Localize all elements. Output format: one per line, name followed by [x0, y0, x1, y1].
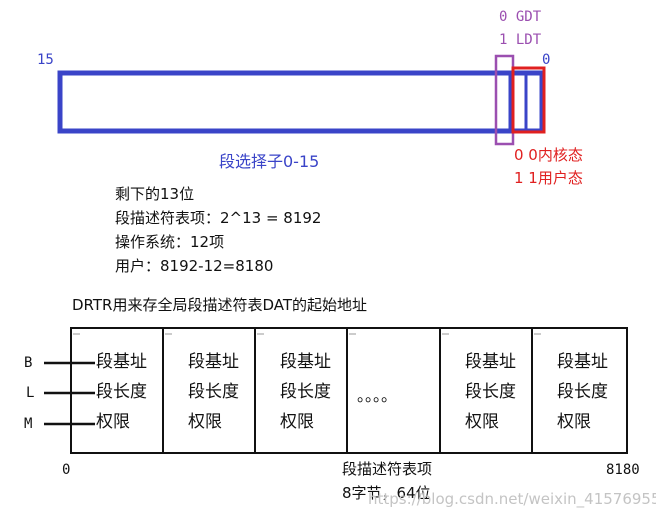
selector-caption: 段选择子0-15 [219, 152, 320, 171]
cell-line-base: 段基址 [465, 352, 516, 372]
descriptor-cell: 段基址 段长度 权限 [557, 347, 608, 437]
cell-line-perm: 权限 [465, 412, 499, 432]
cell-line-perm: 权限 [280, 412, 314, 432]
cell-line-base: 段基址 [96, 352, 147, 372]
cell-line-perm: 权限 [557, 412, 591, 432]
ti-gdt-label: 0 GDT [499, 9, 542, 25]
row-label-l: L [26, 385, 35, 401]
selector-bar [57, 70, 545, 134]
index-end-label: 8180 [606, 462, 640, 478]
rpl-bits-highlight [511, 66, 546, 134]
rpl-kernel-label: 0 0内核态 [514, 146, 583, 164]
descriptor-table-frame [70, 327, 628, 454]
note-line: 段描述符表项：2^13 = 8192 [115, 209, 322, 227]
ellipsis-cell: 。。。。 [357, 386, 398, 405]
cell-line-perm: 权限 [188, 412, 222, 432]
ti-ldt-label: 1 LDT [499, 32, 542, 48]
note-line: 用户：8192-12=8180 [115, 257, 274, 275]
cell-line-base: 段基址 [188, 352, 239, 372]
descriptor-cell: 段基址 段长度 权限 [188, 347, 239, 437]
entry-caption: 段描述符表项 [342, 460, 433, 478]
rpl-user-label: 1 1用户态 [514, 169, 583, 187]
table-title: DRTR用来存全局段描述符表DAT的起始地址 [72, 296, 368, 314]
cell-line-limit: 段长度 [465, 382, 516, 402]
cell-line-limit: 段长度 [188, 382, 239, 402]
entry-size: 8字节，64位 [342, 484, 431, 502]
cell-line-limit: 段长度 [557, 382, 608, 402]
descriptor-cell: 段基址 段长度 权限 [465, 347, 516, 437]
descriptor-cell: 段基址 段长度 权限 [280, 347, 331, 437]
cell-line-base: 段基址 [557, 352, 608, 372]
descriptor-cell: 段基址 段长度 权限 [96, 347, 147, 437]
row-label-b: B [24, 355, 33, 371]
cell-line-base: 段基址 [280, 352, 331, 372]
index-start-label: 0 [62, 462, 71, 478]
row-label-m: M [24, 416, 33, 432]
cell-line-perm: 权限 [96, 412, 130, 432]
cell-line-limit: 段长度 [280, 382, 331, 402]
bit-high-label: 15 [37, 52, 54, 68]
note-line: 剩下的13位 [115, 185, 195, 203]
watermark: https://blog.csdn.net/weixin_41576955 [368, 490, 656, 508]
cell-line-limit: 段长度 [96, 382, 147, 402]
note-line: 操作系统：12项 [115, 233, 225, 251]
bit-low-label: 0 [542, 52, 551, 68]
